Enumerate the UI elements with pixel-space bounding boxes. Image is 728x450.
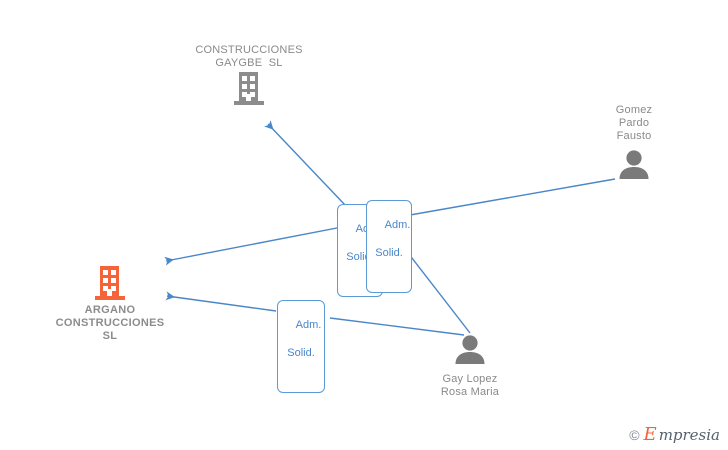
node-label-gomez: Gomez Pardo Fausto bbox=[615, 104, 653, 142]
node-label-gaygbe: CONSTRUCCIONES GAYGBE SL bbox=[195, 44, 303, 69]
node-person-gomez-pardo-fausto[interactable]: Gomez Pardo Fausto bbox=[588, 104, 680, 179]
node-company-gaygbe[interactable]: CONSTRUCCIONES GAYGBE SL bbox=[169, 44, 329, 106]
node-person-gay-lopez-rosa-maria[interactable]: Gay Lopez Rosa Maria bbox=[424, 334, 516, 399]
edge-label-line1: Adm. bbox=[384, 219, 411, 231]
edge-label-adm-solid-front[interactable]: Adm. Solid. bbox=[366, 200, 412, 293]
brand-name: mpresia bbox=[658, 426, 720, 444]
node-label-argano: ARGANO CONSTRUCCIONES SL bbox=[55, 304, 165, 342]
copyright-icon: © bbox=[629, 427, 640, 443]
person-icon bbox=[619, 150, 649, 179]
edge-label-adm-solid-lower[interactable]: Adm. Solid. bbox=[277, 300, 325, 393]
edge-label-line2: Solid. bbox=[375, 247, 403, 259]
building-icon bbox=[95, 266, 125, 300]
building-icon bbox=[234, 72, 264, 105]
edge-label-line1: Adm. bbox=[295, 319, 322, 331]
edge-gomez-to-argano bbox=[164, 178, 616, 266]
edge-label-line2: Solid. bbox=[287, 347, 315, 359]
node-label-gay: Gay Lopez Rosa Maria bbox=[440, 373, 500, 398]
node-company-argano[interactable]: ARGANO CONSTRUCCIONES SL bbox=[22, 264, 198, 343]
person-icon bbox=[455, 335, 485, 364]
empresia-watermark: © E mpresia bbox=[629, 424, 720, 445]
brand-initial: E bbox=[643, 424, 657, 445]
edge-gay-to-argano bbox=[165, 291, 465, 336]
